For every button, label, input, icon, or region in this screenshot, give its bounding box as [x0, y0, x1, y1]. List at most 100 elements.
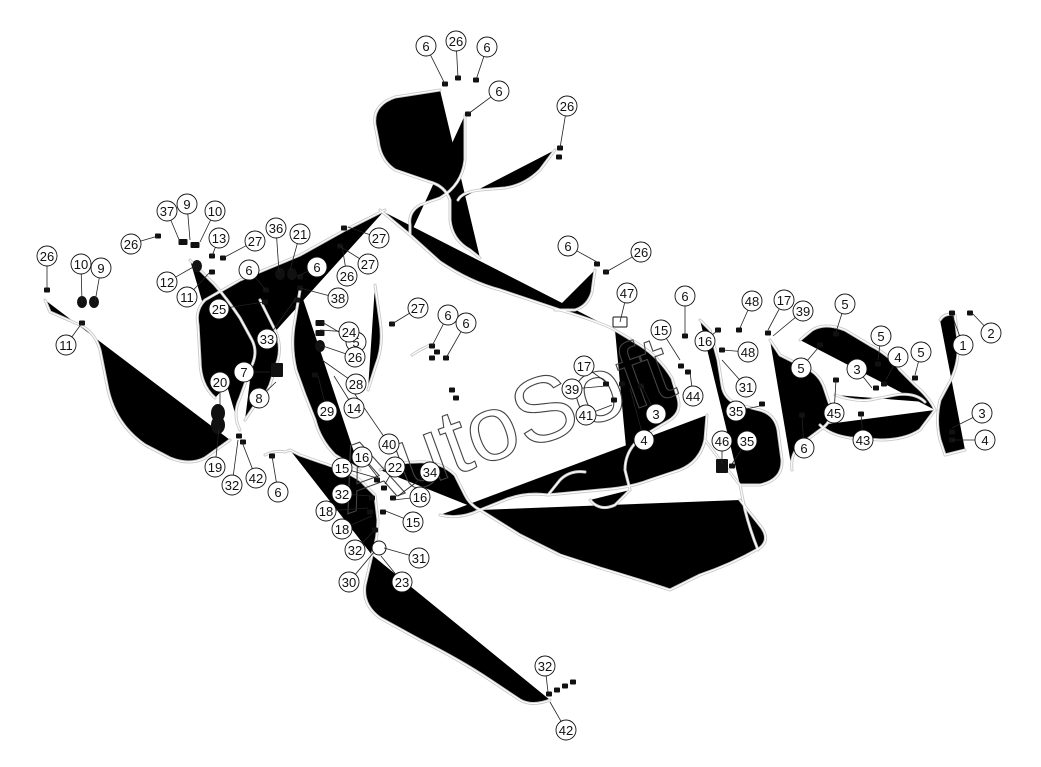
leader-line	[971, 312, 985, 327]
connector-82	[949, 310, 955, 316]
callout-number: 2	[987, 326, 994, 341]
callout-number: 4	[640, 433, 647, 448]
leader-line	[215, 427, 220, 458]
leader-line	[299, 287, 329, 296]
leader-line	[739, 309, 749, 329]
callout-6: 6	[557, 235, 579, 257]
callout-circle	[630, 241, 652, 263]
callout-circle	[557, 235, 579, 257]
callout-36: 36	[265, 217, 287, 239]
harness-wires	[43, 88, 967, 705]
callout-32: 32	[331, 483, 353, 505]
callout-circle	[209, 371, 231, 393]
callout-number: 17	[777, 293, 791, 308]
callout-circle	[735, 376, 757, 398]
callout-number: 20	[213, 375, 227, 390]
connector-17	[341, 225, 347, 231]
callout-circle	[971, 402, 993, 424]
callout-6: 6	[455, 312, 477, 334]
callout-number: 4	[894, 350, 901, 365]
connector-65	[833, 331, 839, 337]
callout-circle	[633, 429, 655, 451]
callout-circle	[338, 321, 360, 343]
leader-line	[731, 449, 742, 465]
connector-38	[453, 395, 459, 401]
leader-line	[545, 675, 549, 693]
callout-circle	[331, 483, 353, 505]
callout-circle	[407, 297, 429, 319]
callout-18: 18	[331, 518, 353, 540]
callout-number: 6	[313, 260, 320, 275]
callout-circle	[402, 511, 424, 533]
callout-circle	[616, 282, 638, 304]
callout-circle	[336, 265, 358, 287]
callout-number: 6	[800, 441, 807, 456]
callout-6: 6	[476, 36, 498, 58]
callout-number: 3	[853, 362, 860, 377]
callout-11: 11	[55, 334, 77, 356]
callout-number: 26	[560, 99, 574, 114]
callout-circle	[378, 433, 400, 455]
leader-line	[834, 379, 837, 404]
connector-30	[271, 363, 283, 377]
callout-number: 18	[335, 522, 349, 537]
callout-circle	[415, 35, 437, 57]
callout-16: 16	[409, 486, 431, 508]
callout-number: 23	[395, 575, 409, 590]
callout-41: 41	[575, 404, 597, 426]
leader-line	[297, 270, 309, 277]
callout-number: 26	[348, 350, 362, 365]
connector-42	[240, 439, 246, 445]
callout-10: 10	[204, 200, 226, 222]
callout-circle	[176, 286, 198, 308]
leader-line	[199, 219, 212, 243]
callout-circle	[674, 285, 696, 307]
callout-number: 6	[681, 289, 688, 304]
connector-23	[262, 299, 268, 305]
connector-47	[369, 495, 375, 501]
callout-number: 8	[255, 391, 262, 406]
leader-line	[317, 375, 325, 402]
leader-line	[835, 313, 843, 333]
callout-number: 48	[745, 294, 759, 309]
callout-circle	[534, 655, 556, 677]
leader-line	[383, 547, 410, 556]
connector-41	[236, 433, 242, 439]
callout-number: 5	[352, 335, 359, 350]
connector-71	[759, 401, 765, 407]
leader-line	[319, 329, 340, 332]
callout-circle	[36, 245, 58, 267]
leader-line	[367, 464, 381, 481]
leader-line	[549, 701, 562, 722]
leader-line	[860, 413, 863, 431]
callout-number: 17	[577, 359, 591, 374]
connector-80	[881, 381, 887, 387]
connector-15	[287, 268, 297, 280]
leader-line	[211, 247, 216, 257]
leader-line	[333, 375, 350, 400]
callout-number: 16	[413, 490, 427, 505]
callout-9: 9	[176, 193, 198, 215]
callout-circle	[790, 357, 812, 379]
callout-number: 30	[342, 575, 356, 590]
leader-line	[341, 245, 346, 267]
callout-circle	[316, 400, 338, 422]
leader-line	[721, 349, 739, 352]
callout-number: 16	[698, 334, 712, 349]
leader-line	[276, 237, 280, 273]
connector-83	[967, 310, 973, 316]
callout-number: 6	[274, 485, 281, 500]
callout-circle	[204, 456, 226, 478]
callout-number: 24	[342, 325, 356, 340]
callout-37: 37	[156, 200, 178, 222]
leader-line	[951, 417, 974, 429]
callout-circle	[156, 271, 178, 293]
callout-circle	[437, 304, 459, 326]
callout-number: 6	[483, 40, 490, 55]
callout-number: 5	[841, 297, 848, 312]
callout-number: 15	[406, 515, 420, 530]
callout-number: 44	[686, 389, 700, 404]
leader-line	[351, 494, 372, 497]
connector-8	[190, 242, 200, 248]
callout-number: 10	[208, 204, 222, 219]
